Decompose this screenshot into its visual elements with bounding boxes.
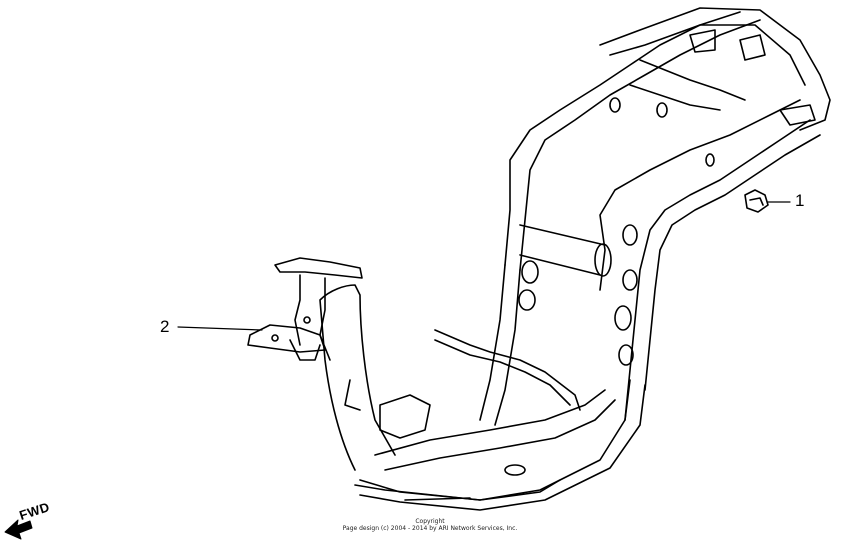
fwd-arrow-icon: [4, 519, 33, 540]
frame-body: [319, 7, 831, 511]
callout-label-1: 1: [795, 191, 805, 210]
callout-label-2: 2: [160, 317, 170, 336]
part-2-bracket: [247, 257, 363, 411]
copyright-line-1: Copyright: [415, 518, 445, 525]
leader-line-2: [177, 326, 263, 331]
copyright-notice: Copyright Page design (c) 2004 - 2014 by…: [330, 518, 530, 532]
copyright-line-2: Page design (c) 2004 - 2014 by ARI Netwo…: [342, 525, 518, 532]
part-1-nut: [744, 189, 769, 213]
